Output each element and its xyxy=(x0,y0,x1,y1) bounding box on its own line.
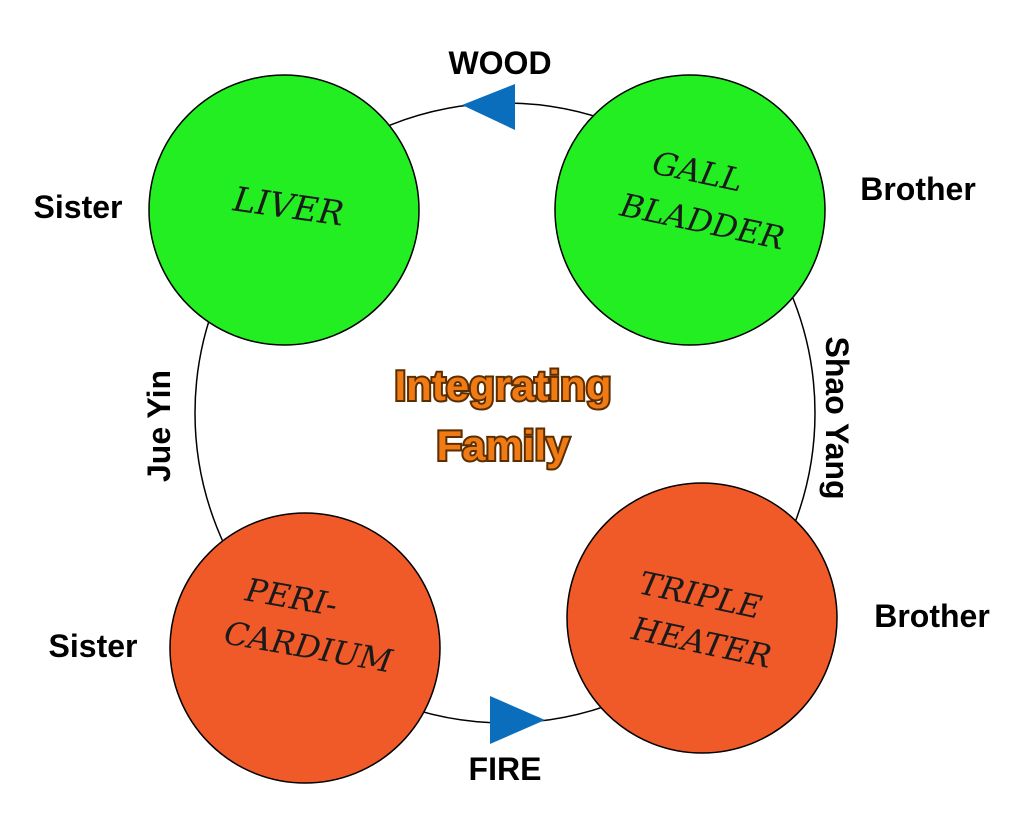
arrow-right-icon xyxy=(490,696,545,744)
gall-bladder-circle xyxy=(554,74,826,346)
triple-heater-relation-label: Brother xyxy=(874,598,990,634)
pericardium-circle xyxy=(169,512,441,784)
liver-circle xyxy=(148,74,420,346)
triple-heater-circle xyxy=(566,482,838,754)
liver-relation-label: Sister xyxy=(34,189,123,225)
center-title-line-2: Family xyxy=(436,422,570,469)
channel-shao-yang-label: Shao Yang xyxy=(819,336,855,499)
gall-bladder-relation-label: Brother xyxy=(860,171,976,207)
center-title-line-1: Integrating xyxy=(395,362,612,409)
pericardium-relation-label: Sister xyxy=(49,628,138,664)
element-fire-label: FIRE xyxy=(469,751,542,787)
channel-jue-yin-label: Jue Yin xyxy=(141,370,177,482)
element-wood-label: WOOD xyxy=(448,45,551,81)
arrow-left-icon xyxy=(462,84,515,130)
